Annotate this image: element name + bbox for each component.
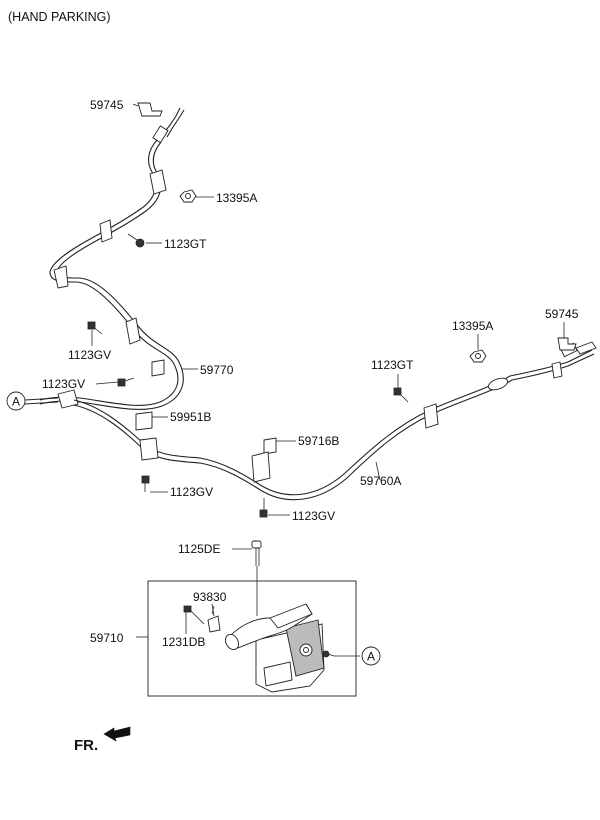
screw-1231DB [183, 605, 205, 625]
clip-59745-front [137, 102, 163, 117]
bolt-1123GV-a [87, 321, 103, 335]
switch-93830 [207, 605, 221, 633]
label-59745-rear: 59745 [545, 307, 579, 321]
parking-lever-assembly [224, 603, 335, 693]
label-1123GV-a: 1123GV [68, 348, 111, 362]
bolt-1123GT-front [127, 233, 145, 248]
label-13395A-rear: 13395A [452, 319, 493, 333]
label-93830: 93830 [193, 590, 227, 604]
reference-a-left: A [6, 391, 26, 411]
bolt-1125DE [251, 540, 262, 616]
rear-cable-assembly [73, 341, 597, 501]
label-59710: 59710 [90, 631, 124, 645]
label-1231DB: 1231DB [162, 635, 205, 649]
leader-lines [91, 103, 565, 657]
bolt-1123GV-d [259, 498, 268, 518]
diagram-title: (HAND PARKING) [8, 10, 111, 24]
label-59716B: 59716B [298, 434, 339, 448]
reference-a-right-label: A [367, 650, 375, 664]
label-59760A: 59760A [360, 474, 401, 488]
label-59745-front: 59745 [90, 98, 124, 112]
bolt-1123GV-b [117, 377, 135, 387]
label-1123GT-rear: 1123GT [371, 358, 414, 372]
label-13395A-front: 13395A [216, 191, 257, 205]
reference-a-left-label: A [12, 395, 20, 409]
reference-a-right: A [361, 646, 381, 666]
clip-59745-rear [557, 337, 577, 351]
front-direction-label: FR. [74, 737, 98, 754]
label-1123GV-d: 1123GV [292, 509, 335, 523]
label-1123GV-b: 1123GV [42, 377, 85, 391]
label-1123GV-c: 1123GV [170, 485, 213, 499]
front-cable-assembly [24, 107, 185, 410]
bolt-1123GV-c [141, 475, 150, 492]
label-59770: 59770 [200, 363, 234, 377]
label-59951B: 59951B [170, 410, 211, 424]
front-direction-marker: FR. [74, 726, 131, 754]
label-1125DE: 1125DE [178, 542, 220, 556]
front-arrow-icon [103, 726, 131, 742]
lever-assembly-frame [147, 580, 357, 697]
bolt-1123GT-rear [393, 387, 409, 403]
label-1123GT-front: 1123GT [164, 237, 207, 251]
